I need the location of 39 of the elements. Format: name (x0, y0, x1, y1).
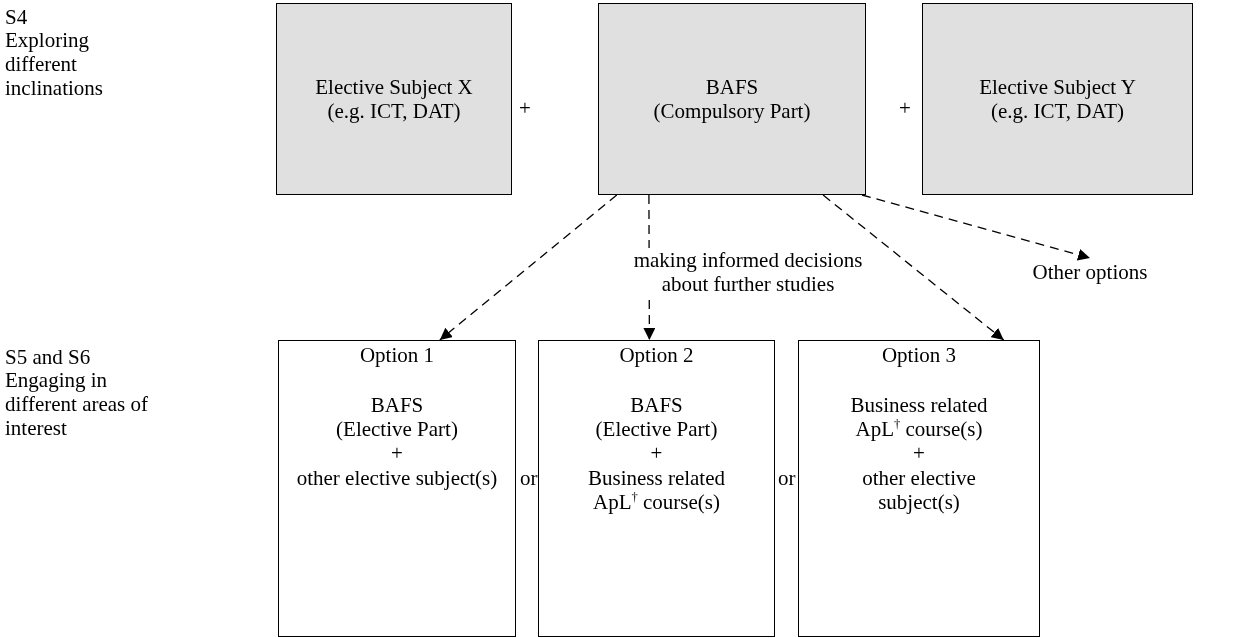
box-text: + (913, 441, 925, 466)
box-text: BAFS (630, 393, 683, 418)
box-text: (Compulsory Part) (653, 99, 811, 124)
operator-label: or (778, 466, 796, 491)
box-text: (Elective Part) (595, 417, 718, 442)
box-text: other elective subject(s) (861, 465, 977, 514)
option-text: Other options (1020, 258, 1160, 286)
box-text: (e.g. ICT, DAT) (990, 99, 1125, 124)
box-text: BAFS (705, 74, 759, 99)
subject-box (922, 3, 1193, 195)
edge-label: making informed decisions about further studies (632, 248, 864, 297)
option-heading: Option 2 (619, 343, 694, 368)
box-text: Business related ApL$^{†}$ course(s) (586, 465, 727, 514)
box-text: other elective subject(s) (296, 465, 498, 490)
option-box (278, 340, 516, 637)
box-text: Business related ApL$^{†}$ course(s) (849, 393, 989, 442)
stage-label: S4 (5, 5, 29, 30)
stage-label: S5 and S6 (5, 345, 92, 370)
operator-label: + (899, 96, 911, 121)
box-text: (Elective Part) (336, 417, 458, 442)
dashed-arrow (439, 194, 618, 341)
box-text: Elective Subject Y (979, 74, 1136, 99)
operator-label: or (520, 466, 538, 491)
option-box (798, 340, 1040, 637)
subject-box (598, 3, 866, 195)
box-text: Elective Subject X (315, 74, 473, 99)
option-heading: Option 1 (359, 343, 435, 368)
operator-label: + (519, 96, 531, 121)
box-text: + (650, 441, 663, 466)
subject-box (276, 3, 512, 195)
stage-label: Exploring different inclinations (5, 28, 104, 101)
box-text: (e.g. ICT, DAT) (327, 99, 461, 124)
box-text: + (391, 441, 403, 466)
dashed-arrow (861, 194, 1091, 261)
dashed-arrow (822, 194, 1005, 341)
option-box (538, 340, 775, 637)
box-text: BAFS (370, 393, 424, 418)
stage-label: Engaging in different areas of interest (5, 368, 150, 441)
option-heading: Option 3 (881, 343, 957, 368)
